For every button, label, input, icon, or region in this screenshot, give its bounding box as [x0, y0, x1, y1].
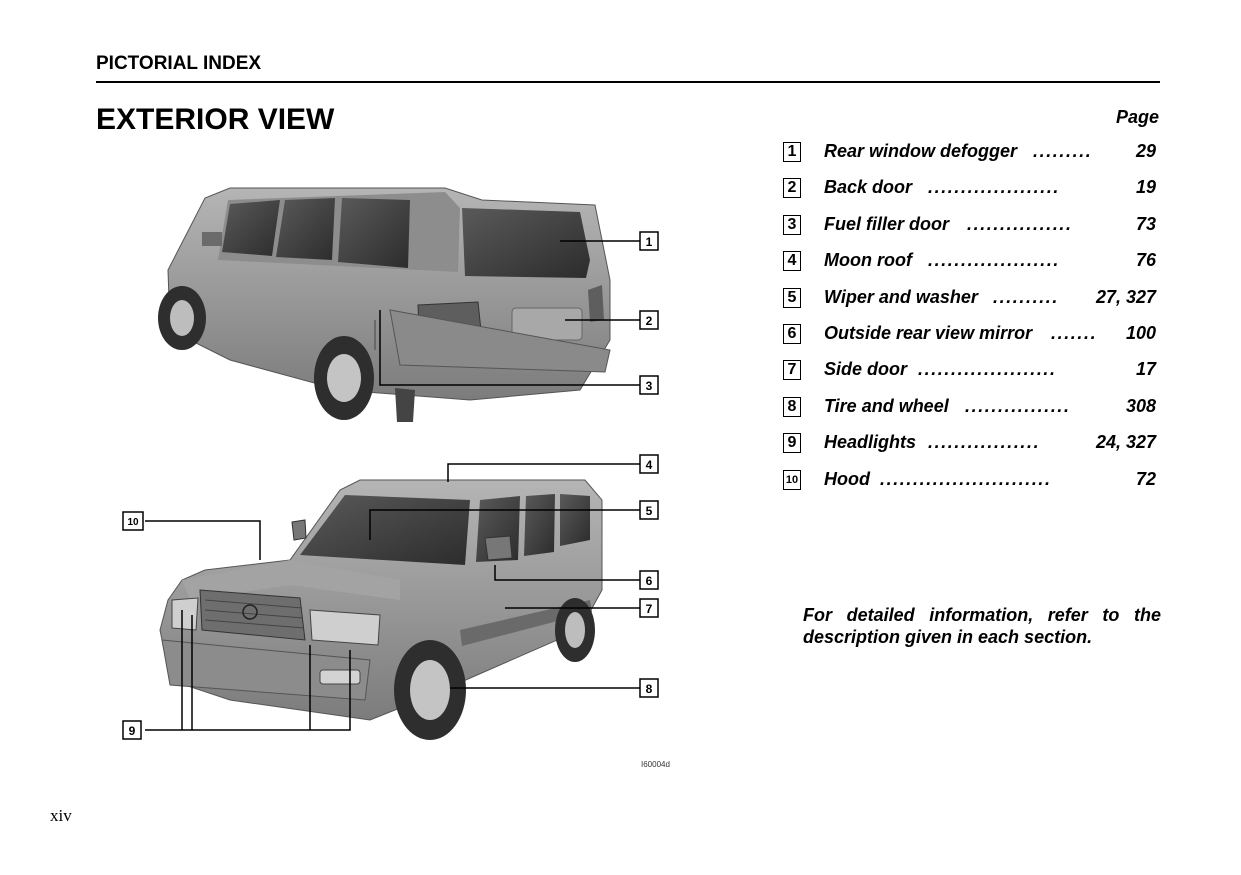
vehicle-figure: 1 2 3 4 5 6 7 8 — [110, 160, 710, 780]
figure-code: I60004d — [641, 760, 670, 769]
index-item-fuel-filler-door[interactable]: 3 Fuel filler door ................ 73 — [783, 212, 1160, 248]
callout-leaders — [145, 240, 640, 731]
index-label: Rear window defogger — [824, 141, 1018, 161]
index-number: 2 — [783, 178, 801, 199]
index-page[interactable]: 72 — [1135, 468, 1156, 489]
callout-9: 9 — [122, 720, 142, 740]
index-number: 5 — [783, 287, 801, 308]
index-label: Outside rear view mirror — [824, 322, 1033, 343]
callout-label-5: 5 — [646, 504, 653, 518]
index-number: 8 — [783, 396, 801, 417]
index-label: Tire and wheel — [824, 395, 949, 416]
index-leader: .......... — [993, 286, 1060, 307]
section-header: PICTORIAL INDEX — [96, 53, 262, 74]
front-vehicle — [159, 479, 603, 740]
index-number: 7 — [783, 360, 801, 381]
callout-1: 1 — [639, 231, 659, 251]
page-column-heading: Page — [1116, 107, 1160, 127]
callout-label-8: 8 — [646, 682, 653, 696]
index-leader: .......................... — [880, 468, 1052, 489]
index-leader: ..................... — [918, 359, 1057, 380]
index-page[interactable]: 73 — [1135, 213, 1156, 234]
index-leader: .................... — [928, 177, 1061, 198]
index-leader: ................ — [965, 395, 1071, 416]
index-item-back-door[interactable]: 2 Back door .................... 19 — [783, 175, 1160, 211]
index-page[interactable]: 29 — [1135, 141, 1156, 161]
index-label: Headlights — [824, 432, 917, 453]
callout-5: 5 — [639, 500, 659, 520]
callout-label-10: 10 — [127, 517, 139, 528]
index-item-rear-window-defogger[interactable]: 1 Rear window defogger ......... 29 — [783, 139, 1160, 175]
callout-3: 3 — [639, 375, 659, 395]
callout-2: 2 — [639, 310, 659, 330]
index-item-moon-roof[interactable]: 4 Moon roof .................... 76 — [783, 248, 1160, 284]
index-leader: .................... — [928, 250, 1061, 271]
index-leader: ................. — [928, 432, 1041, 453]
callout-label-7: 7 — [646, 602, 653, 616]
index-page[interactable]: 24, 327 — [1095, 432, 1156, 453]
index-label: Back door — [824, 177, 913, 198]
index-page[interactable]: 17 — [1135, 359, 1156, 380]
index-item-outside-rear-view-mirror[interactable]: 6 Outside rear view mirror ....... 100 — [783, 321, 1160, 357]
index-leader: ....... — [1051, 322, 1098, 343]
callout-label-1: 1 — [646, 235, 653, 249]
rear-vehicle — [158, 187, 611, 422]
callout-label-9: 9 — [129, 724, 136, 738]
index-page[interactable]: 308 — [1125, 395, 1156, 416]
index-page[interactable]: 19 — [1135, 177, 1156, 198]
index-number: 4 — [783, 251, 801, 272]
header-rule — [96, 81, 1160, 83]
index-item-side-door[interactable]: 7 Side door ..................... 17 — [783, 357, 1160, 393]
callout-label-3: 3 — [646, 379, 653, 393]
index-number: 9 — [783, 433, 801, 454]
index-label: Wiper and washer — [824, 286, 978, 307]
index-number: 6 — [783, 323, 801, 344]
callout-label-2: 2 — [646, 314, 653, 328]
index-item-headlights[interactable]: 9 Headlights ................. 24, 327 — [783, 430, 1160, 466]
page-title: EXTERIOR VIEW — [96, 103, 335, 136]
page-number: xiv — [50, 806, 72, 825]
reference-note: For detailed information, refer to the d… — [803, 605, 1161, 647]
index-number: 3 — [783, 214, 801, 235]
callout-8: 8 — [639, 678, 659, 698]
callout-10: 10 — [122, 511, 144, 531]
callout-label-6: 6 — [646, 574, 653, 588]
index-item-wiper-and-washer[interactable]: 5 Wiper and washer .......... 27, 327 — [783, 285, 1160, 321]
index-item-tire-and-wheel[interactable]: 8 Tire and wheel ................ 308 — [783, 394, 1160, 430]
index-page[interactable]: 76 — [1135, 250, 1156, 271]
callout-label-4: 4 — [646, 458, 653, 472]
index-number: 1 — [783, 142, 801, 162]
index-leader: ......... — [1033, 141, 1093, 161]
callout-7: 7 — [639, 598, 659, 618]
callout-4: 4 — [639, 454, 659, 474]
index-page[interactable]: 27, 327 — [1095, 286, 1156, 307]
index-page[interactable]: 100 — [1125, 322, 1156, 343]
index-number: 10 — [783, 469, 801, 490]
index-leader: ................ — [967, 213, 1073, 234]
index-list: 1 Rear window defogger ......... 29 2 Ba… — [783, 139, 1160, 503]
index-label: Hood — [824, 468, 870, 489]
vehicle-illustration: 1 2 3 4 5 6 7 8 — [122, 187, 659, 740]
index-label: Side door — [824, 359, 908, 380]
callout-6: 6 — [639, 570, 659, 590]
index-label: Moon roof — [824, 250, 912, 271]
index-item-hood[interactable]: 10 Hood .......................... 72 — [783, 467, 1160, 503]
index-label: Fuel filler door — [824, 213, 950, 234]
